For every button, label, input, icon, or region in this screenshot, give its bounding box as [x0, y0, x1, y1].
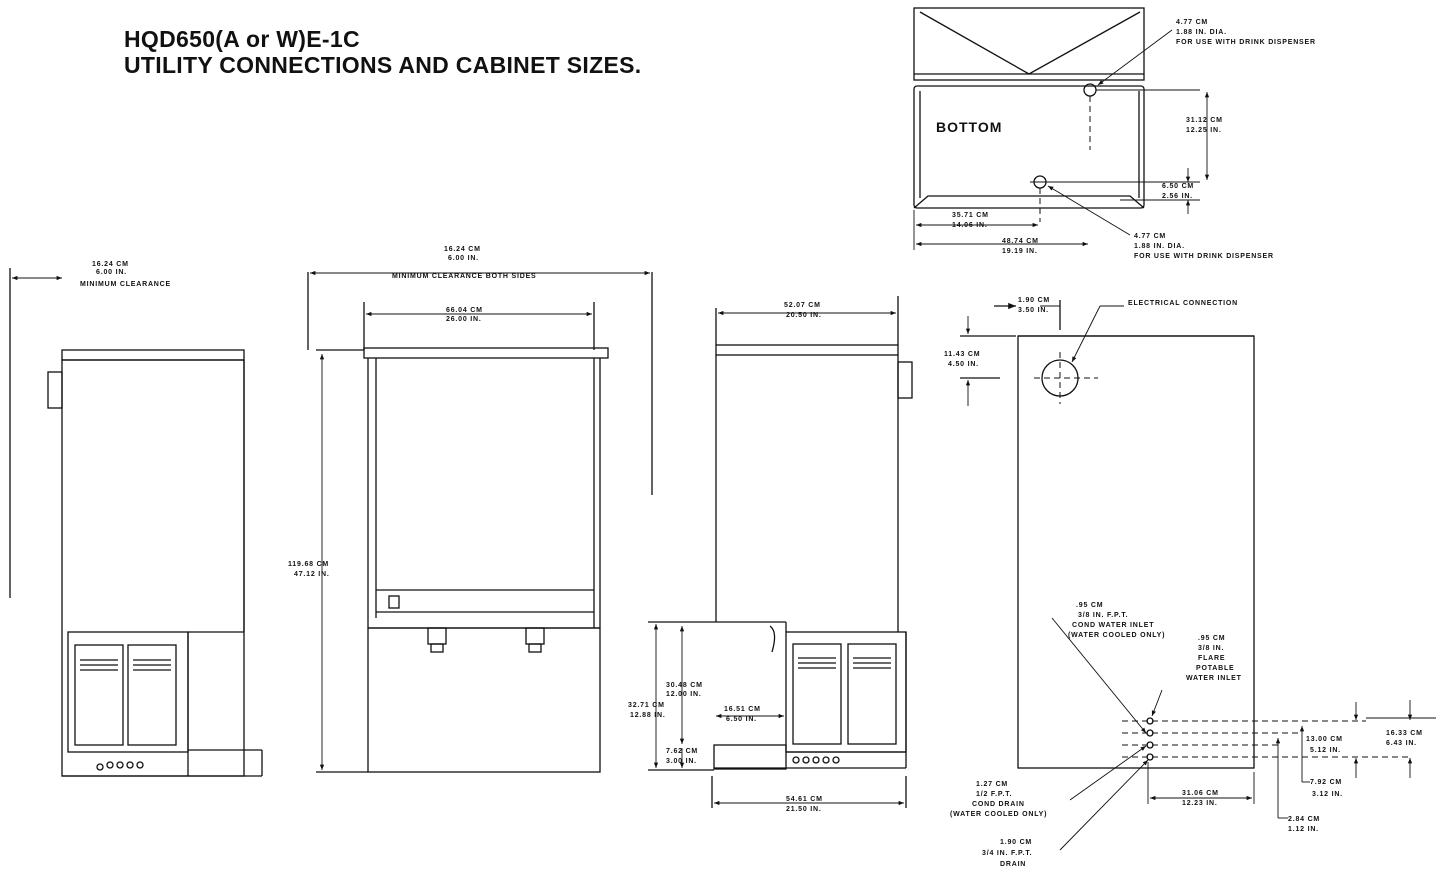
rear-dim-left-in: 4.50 IN.: [948, 361, 979, 368]
rear-dim-bottom-cm: 31.06 CM: [1182, 790, 1219, 797]
front-clearance-label: MINIMUM CLEARANCE BOTH SIDES: [392, 273, 537, 280]
rear-cond-drain-size: 1.27 CM: [976, 781, 1008, 788]
front-clearance-cm: 16.24 CM: [444, 246, 481, 253]
rear-cond-inlet-thread: 3/8 IN. F.P.T.: [1078, 612, 1128, 619]
hole-top-dia: 1.88 IN. DIA.: [1176, 29, 1227, 36]
rear-dim-r1-cm: 16.33 CM: [1386, 730, 1423, 737]
front-width-cm: 66.04 CM: [446, 307, 483, 314]
rear-cond-drain-label: COND DRAIN: [972, 801, 1025, 808]
rear-drain-label: DRAIN: [1000, 861, 1026, 868]
side-clearance-label: MINIMUM CLEARANCE: [80, 281, 171, 288]
hole-bottom-dia: 1.88 IN. DIA.: [1134, 243, 1185, 250]
dim-bottom-right-a-in: 12.25 IN.: [1186, 127, 1222, 134]
rear-dim-r3-cm: 7.92 CM: [1310, 779, 1342, 786]
side2-dim-b-cm: 32.71 CM: [628, 702, 665, 709]
rear-potable-inlet: WATER INLET: [1186, 675, 1242, 682]
hole-top-size: 4.77 CM: [1176, 19, 1208, 26]
side-clearance-in: 6.00 IN.: [96, 269, 127, 276]
rear-dim-r1-in: 6.43 IN.: [1386, 740, 1417, 747]
side2-width-top-cm: 52.07 CM: [784, 302, 821, 309]
rear-cond-drain-thread: 1/2 F.P.T.: [976, 791, 1012, 798]
front-clearance-in: 6.00 IN.: [448, 255, 479, 262]
rear-dim-left-cm: 11.43 CM: [944, 351, 980, 358]
rear-dim-top-cm: 1.90 CM: [1018, 297, 1050, 304]
side-view-2: 52.07 CM 20.50 IN. 30.48 CM 12.00 IN. 32…: [628, 296, 913, 813]
side-clearance-cm: 16.24 CM: [92, 261, 129, 268]
side2-dim-d-in: 3.00 IN.: [666, 758, 697, 765]
rear-dim-r4-in: 1.12 IN.: [1288, 826, 1319, 833]
front-view: 16.24 CM 6.00 IN. MINIMUM CLEARANCE BOTH…: [288, 246, 653, 773]
bottom-view: BOTTOM 4.77 CM 1.88 IN. DIA. FOR USE WIT…: [913, 7, 1316, 260]
rear-dim-r2-cm: 13.00 CM: [1306, 736, 1343, 743]
rear-electrical-label: ELECTRICAL CONNECTION: [1128, 300, 1238, 307]
dim-bottom-right-a-cm: 31.12 CM: [1186, 117, 1223, 124]
side2-dim-c-cm: 16.51 CM: [724, 706, 761, 713]
rear-drain-thread: 3/4 IN. F.P.T.: [982, 850, 1032, 857]
rear-dim-r4-cm: 2.84 CM: [1288, 816, 1320, 823]
rear-potable-thread: 3/8 IN.: [1198, 645, 1224, 652]
dim-bottom-a-in: 14.06 IN.: [952, 222, 988, 229]
drawing-title: HQD650(A or W)E-1C: [124, 26, 360, 52]
dim-bottom-b-in: 19.19 IN.: [1002, 248, 1038, 255]
dim-bottom-a-cm: 35.71 CM: [952, 212, 989, 219]
side2-width-bottom-in: 21.50 IN.: [786, 806, 822, 813]
front-height-cm: 119.68 CM: [288, 561, 329, 568]
rear-dim-r2-in: 5.12 IN.: [1310, 747, 1341, 754]
rear-dim-bottom-in: 12.23 IN.: [1182, 800, 1218, 807]
side2-dim-a-cm: 30.48 CM: [666, 682, 703, 689]
side2-dim-c-in: 6.50 IN.: [726, 716, 757, 723]
rear-dim-r3-in: 3.12 IN.: [1312, 791, 1343, 798]
rear-cond-drain-note: (WATER COOLED ONLY): [950, 811, 1047, 818]
side2-width-top-in: 20.50 IN.: [786, 312, 822, 319]
rear-cond-inlet-note: (WATER COOLED ONLY): [1068, 632, 1165, 639]
rear-potable-size: .95 CM: [1198, 635, 1225, 642]
front-width-in: 26.00 IN.: [446, 316, 482, 323]
side2-dim-a-in: 12.00 IN.: [666, 691, 702, 698]
drawing-subtitle: UTILITY CONNECTIONS AND CABINET SIZES.: [124, 52, 642, 78]
rear-cond-inlet-size: .95 CM: [1076, 602, 1103, 609]
dim-bottom-b-cm: 48.74 CM: [1002, 238, 1039, 245]
side-view: 16.24 CM 6.00 IN. MINIMUM CLEARANCE: [9, 261, 263, 777]
rear-dim-top-in: 3.50 IN.: [1018, 307, 1049, 314]
side2-dim-b-in: 12.88 IN.: [630, 712, 666, 719]
bottom-label: BOTTOM: [936, 119, 1002, 135]
dim-bottom-right-b-in: 2.56 IN.: [1162, 193, 1193, 200]
front-height-in: 47.12 IN.: [294, 571, 330, 578]
hole-bottom-size: 4.77 CM: [1134, 233, 1166, 240]
rear-view: 1.90 CM 3.50 IN. ELECTRICAL CONNECTION 1…: [944, 297, 1436, 868]
rear-potable-label: POTABLE: [1196, 665, 1235, 672]
rear-drain-size: 1.90 CM: [1000, 839, 1032, 846]
hole-top-note: FOR USE WITH DRINK DISPENSER: [1176, 39, 1316, 46]
rear-potable-flare: FLARE: [1198, 655, 1225, 662]
side2-width-bottom-cm: 54.61 CM: [786, 796, 823, 803]
title-block: HQD650(A or W)E-1C UTILITY CONNECTIONS A…: [124, 26, 641, 78]
hole-bottom-note: FOR USE WITH DRINK DISPENSER: [1134, 253, 1274, 260]
side2-dim-d-cm: 7.62 CM: [666, 748, 698, 755]
rear-cond-inlet-label: COND WATER INLET: [1072, 622, 1154, 629]
dim-bottom-right-b-cm: 6.50 CM: [1162, 183, 1194, 190]
